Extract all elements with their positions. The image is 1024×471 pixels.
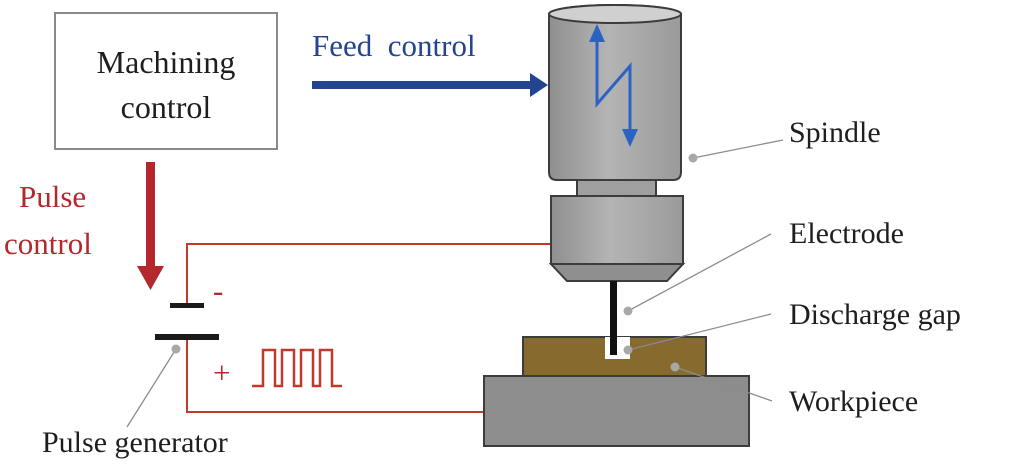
up-down-zigzag-arrow-icon: [589, 24, 638, 147]
spindle-chuck: [548, 195, 686, 282]
spindle-label: Spindle: [789, 116, 881, 149]
negative-terminal-label: -: [213, 273, 223, 308]
battery-symbol-icon: [155, 303, 219, 340]
circuit-wire: [186, 243, 552, 413]
positive-terminal-label: +: [213, 355, 230, 390]
machine-base: [483, 375, 750, 447]
pulse-generator-label: Pulse generator: [42, 426, 228, 459]
feed-control-label: Feed control: [312, 28, 476, 63]
electrode: [610, 281, 617, 355]
square-wave-icon: [252, 348, 342, 388]
pulse-control-label-line2: control: [4, 226, 92, 261]
electrode-label: Electrode: [789, 217, 904, 250]
callout-lines: [126, 139, 784, 428]
machining-control-line1: Machining: [97, 44, 236, 80]
workpiece-label: Workpiece: [789, 385, 918, 418]
machining-control-line2: control: [121, 89, 212, 125]
machining-control-box: Machining control: [54, 12, 278, 150]
feed-control-arrow: [312, 73, 548, 97]
discharge-gap-label: Discharge gap: [789, 298, 961, 331]
pulse-control-arrow: [137, 162, 164, 290]
pulse-control-label-line1: Pulse: [19, 179, 86, 214]
spindle: [548, 4, 682, 197]
